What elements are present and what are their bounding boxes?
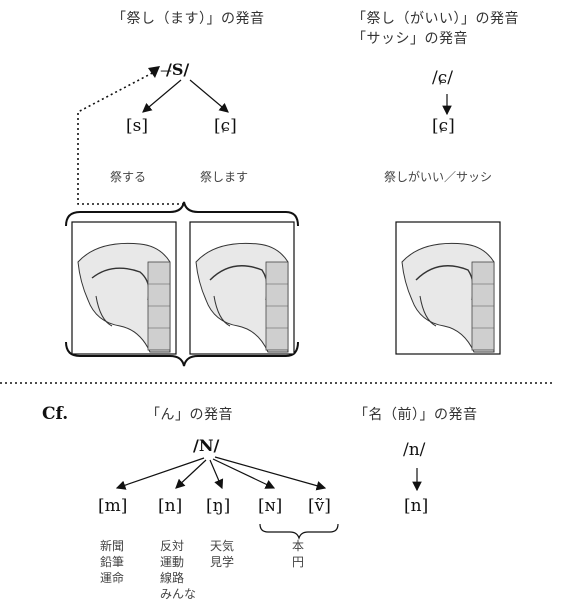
example-word: 反対	[160, 539, 185, 553]
examples-nv: 本 円	[292, 538, 304, 570]
cf-label: Cf.	[42, 404, 69, 424]
example-word: 天気	[210, 539, 235, 553]
example-word: 円	[292, 555, 305, 569]
vocal-tract-illustration-3	[395, 221, 501, 355]
allophone-ng: [ŋ]	[206, 496, 231, 516]
title-sasshi: 「サッシ」の発音	[352, 31, 468, 47]
title-na: 「名（前）」の発音	[354, 407, 478, 423]
example-word: 鉛筆	[100, 555, 125, 569]
top-brace	[65, 201, 299, 227]
example-word: 線路	[160, 571, 185, 585]
arrow-N-ng	[209, 459, 224, 490]
example-word: 本	[292, 539, 305, 553]
allophone-s: [s]	[126, 116, 148, 136]
arrow-N-N	[212, 458, 276, 489]
example-word: 見学	[210, 555, 235, 569]
leaf-n: [n]	[404, 496, 429, 516]
leaf-c: [ɕ]	[432, 116, 455, 136]
arrow-N-m	[115, 457, 205, 490]
title-gaii: 「祭し（がいい）」の発音	[352, 11, 519, 27]
vocal-tract-illustration-2	[189, 221, 295, 355]
example-word: 運命	[100, 571, 125, 585]
dotted-link	[77, 69, 184, 205]
title-masu: 「祭し（ます）」の発音	[112, 11, 265, 27]
arrow-N-v	[214, 456, 327, 491]
word-suru: 祭する	[110, 170, 147, 184]
vocal-tract-illustration-1	[71, 221, 177, 355]
examples-m: 新聞 鉛筆 運命	[100, 538, 124, 586]
allophone-uvular-n: [ɴ]	[258, 496, 283, 516]
root-c: /ɕ/	[432, 68, 453, 88]
word-shimasu: 祭します	[200, 170, 249, 184]
example-word: 新聞	[100, 539, 125, 553]
arrow-to-s	[142, 79, 182, 113]
root-n: /n/	[403, 440, 426, 460]
examples-n: 反対 運動 線路 みんな	[160, 538, 196, 602]
examples-ng: 天気 見学	[210, 538, 234, 570]
bottom-brace	[65, 341, 299, 367]
small-brace	[259, 523, 339, 540]
title-n: 「ん」の発音	[146, 407, 233, 423]
word-gaii-sasshi: 祭しがいい／サッシ	[384, 170, 493, 184]
example-word: みんな	[160, 587, 197, 601]
root-N: /N/	[193, 436, 220, 455]
arrow-to-c	[189, 79, 229, 113]
allophone-c: [ɕ]	[214, 116, 237, 136]
arrow-N-n	[175, 459, 207, 489]
example-word: 運動	[160, 555, 185, 569]
allophone-n: [n]	[158, 496, 183, 516]
root-S: /̶S/	[166, 60, 190, 79]
allophone-nasal-v: [ṽ]	[308, 496, 331, 516]
allophone-m: [m]	[98, 496, 128, 516]
dotted-arrowhead	[148, 66, 160, 78]
